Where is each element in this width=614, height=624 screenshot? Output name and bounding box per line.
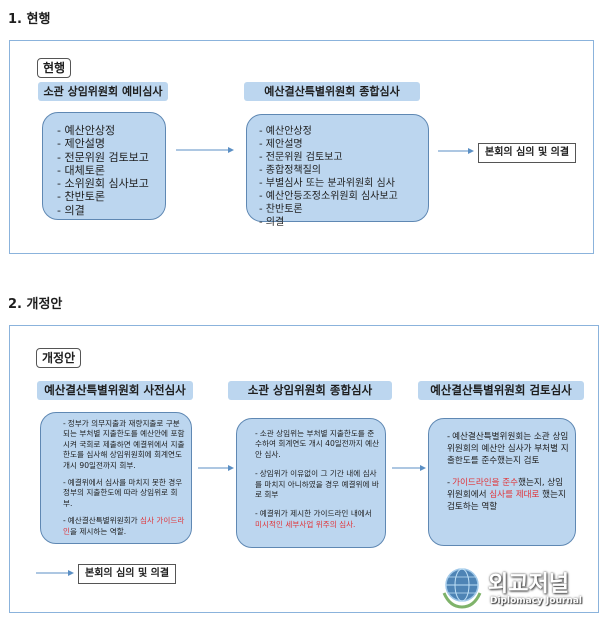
s2-col1-para-3: -예산결산특별위원회가 심사 가이드라인을 제시하는 역할. <box>63 516 185 536</box>
s1-col1-list-item: 제안설명 <box>57 137 165 150</box>
s2-col3-box: -예산결산특별위원회는 소관 상임위원회의 예산안 심사가 부처별 지출한도를 … <box>428 418 576 546</box>
s2-col3-para-1: -예산결산특별위원회는 소관 상임위원회의 예산안 심사가 부처별 지출한도를 … <box>447 432 569 466</box>
s1-arrow-2 <box>438 148 474 154</box>
s2-col1-box: -정부가 의무지출과 재량지출로 구분되는 부처별 지출한도를 예산안에 포함시… <box>40 412 192 544</box>
s2-col2-para-2: -상임위가 이유없이 그 기간 내에 심사를 마치지 아니하였을 경우 예결위에… <box>255 469 379 500</box>
s1-col2-list-item: 찬반토론 <box>259 203 428 216</box>
s1-col1-list-item: 예산안상정 <box>57 124 165 137</box>
s1-col1-list-item: 전문위원 검토보고 <box>57 151 165 164</box>
s1-col2-list-item: 의결 <box>259 216 428 229</box>
s2-col3-para-2: -가이드라인을 준수했는지, 상임위원회에서 심사를 제대로 했는지 검토하는 … <box>447 478 566 512</box>
globe-emblem-icon <box>442 568 482 609</box>
s1-col1-list-item: 찬반토론 <box>57 190 165 203</box>
s1-result-box: 본회의 심의 및 의결 <box>478 143 577 163</box>
s2-col2-box: -소관 상임위는 부처별 지출한도를 준수하여 회계연도 개시 40일전까지 예… <box>236 418 386 548</box>
s1-col2-list-item: 제안설명 <box>259 138 428 151</box>
s1-col1-list-item: 소위원회 심사보고 <box>57 177 165 190</box>
s1-col2-list-item: 예산안등조정소위원회 심사보고 <box>259 190 428 203</box>
section2-tag: 개정안 <box>36 348 82 368</box>
s1-col2-list: 예산안상정제안설명전문위원 검토보고종합정책질의부별심사 또는 분과위원회 심사… <box>259 125 428 229</box>
s2-arrow-1 <box>198 465 234 471</box>
s1-col1-list-item: 대체토론 <box>57 164 165 177</box>
s1-col2-list-item: 종합정책질의 <box>259 164 428 177</box>
s1-col1-list: 예산안상정제안설명전문위원 검토보고대체토론소위원회 심사보고찬반토론의결 <box>57 124 165 217</box>
section1-tag: 현행 <box>37 58 72 78</box>
s1-col1-box: 예산안상정제안설명전문위원 검토보고대체토론소위원회 심사보고찬반토론의결 <box>42 112 166 220</box>
s1-col2-list-item: 전문위원 검토보고 <box>259 151 428 164</box>
s2-col1-para-1: -정부가 의무지출과 재량지출로 구분되는 부처별 지출한도를 예산안에 포함시… <box>63 419 185 470</box>
s2-arrow-2 <box>392 465 426 471</box>
s2-col1-header: 예산결산특별위원회 사전심사 <box>37 381 193 400</box>
section2-title: 2. 개정안 <box>8 297 63 312</box>
section1-title: 1. 현행 <box>8 12 51 27</box>
s2-col3-header: 예산결산특별위원회 검토심사 <box>418 381 584 400</box>
s2-col2-para-3: -예결위가 제시한 가이드라인 내에서 미시적인 세부사업 위주의 심사. <box>255 509 372 529</box>
s2-result-box: 본회의 심의 및 의결 <box>78 564 177 584</box>
s2-col2-header: 소관 상임위원회 종합심사 <box>228 381 392 400</box>
watermark-subtitle: Diplomacy Journal <box>490 596 582 606</box>
s1-col2-box: 예산안상정제안설명전문위원 검토보고종합정책질의부별심사 또는 분과위원회 심사… <box>246 114 429 228</box>
s1-col2-list-item: 예산안상정 <box>259 125 428 138</box>
watermark-name: 외교저널 <box>488 572 569 597</box>
s2-col2-para-1: -소관 상임위는 부처별 지출한도를 준수하여 회계연도 개시 40일전까지 예… <box>255 429 380 459</box>
s2-arrow-3 <box>36 570 74 576</box>
s1-col2-header: 예산결산특별위원회 종합심사 <box>244 82 420 101</box>
s1-col1-list-item: 의결 <box>57 204 165 217</box>
s1-col1-header: 소관 상임위원회 예비심사 <box>38 82 168 101</box>
s1-arrow-1 <box>176 147 234 153</box>
s2-col1-para-2: -예결위에서 심사를 마치지 못한 경우 정부의 지출한도에 따라 상임위로 회… <box>63 478 183 508</box>
s1-col2-list-item: 부별심사 또는 분과위원회 심사 <box>259 177 428 190</box>
